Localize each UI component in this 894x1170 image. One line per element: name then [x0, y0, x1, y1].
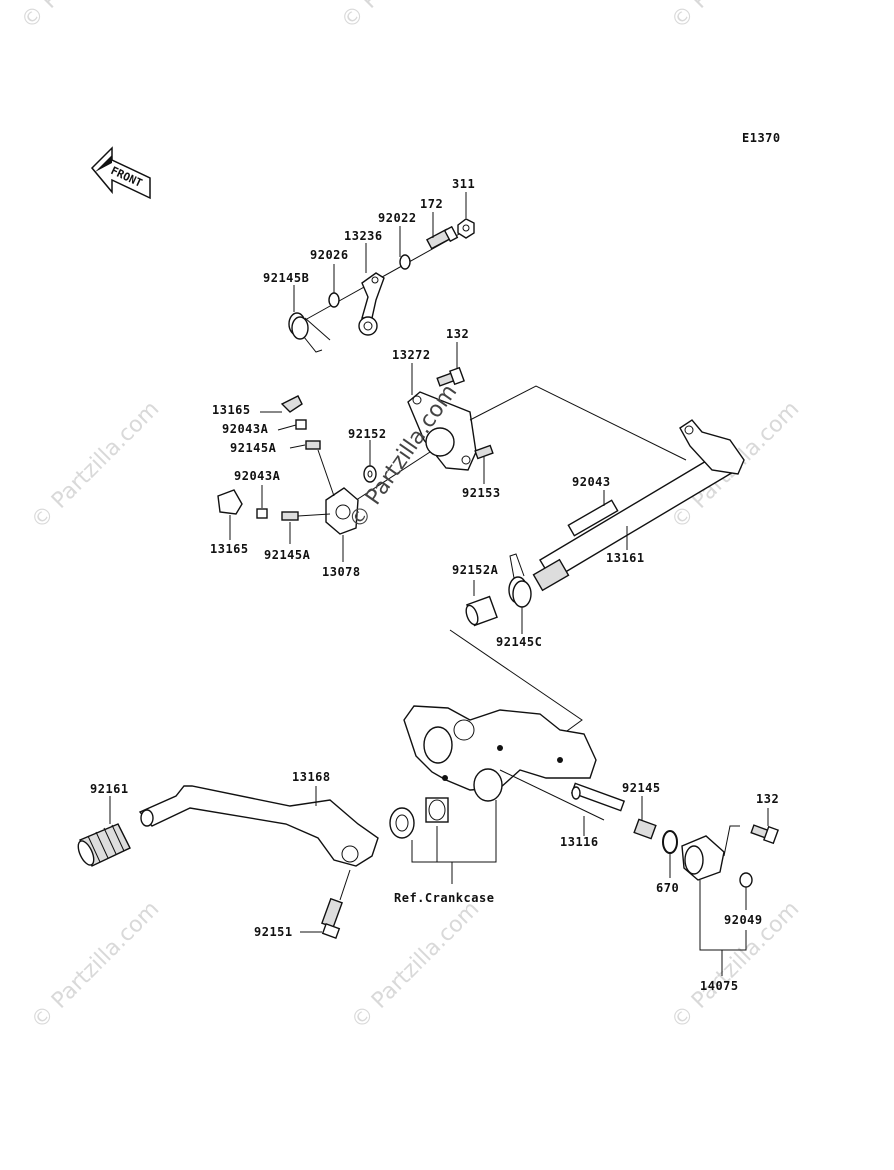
bolt-172	[425, 225, 459, 250]
label-92145: 92145	[622, 781, 661, 795]
arm-13236	[358, 272, 385, 336]
label-13236: 13236	[344, 229, 383, 243]
watermark: © Partzilla.com	[17, 0, 155, 34]
crankcase-ref	[403, 705, 597, 802]
label-13078: 13078	[322, 565, 361, 579]
diagram-code: E1370	[742, 131, 781, 145]
label-13161: 13161	[606, 551, 645, 565]
ratchet-13078	[325, 487, 359, 535]
spring-92145A-top	[305, 440, 321, 450]
label-92145B: 92145B	[263, 271, 309, 285]
bolt-92151	[321, 897, 343, 939]
watermarks: © Partzilla.com © Partzilla.com © Partzi…	[17, 0, 805, 1034]
pawl-13165-top	[280, 395, 303, 413]
label-92145A-top: 92145A	[230, 441, 277, 455]
label-92152: 92152	[348, 427, 387, 441]
bolt-92153	[474, 444, 494, 460]
pedal-rubber-92161	[77, 823, 131, 867]
label-13165-bottom: 13165	[210, 542, 249, 556]
spring-92145A-bottom	[281, 511, 299, 521]
label-670: 670	[656, 881, 679, 895]
bolt-132-right	[750, 824, 779, 845]
spring-92145C	[508, 553, 532, 608]
washer-92049	[739, 872, 753, 888]
circlip-670	[662, 830, 678, 854]
label-13116: 13116	[560, 835, 599, 849]
pin-92043A-bottom	[256, 508, 268, 519]
label-92151: 92151	[254, 925, 293, 939]
label-311: 311	[452, 177, 475, 191]
label-13272: 13272	[392, 348, 431, 362]
label-14075: 14075	[700, 979, 739, 993]
shift-shaft-13161	[532, 419, 745, 592]
pawl-13165-bottom	[217, 489, 243, 515]
label-92049: 92049	[724, 913, 763, 927]
label-132-top: 132	[446, 327, 469, 341]
watermark: © Partzilla.com	[337, 0, 475, 34]
watermark: © Partzilla.com	[347, 897, 485, 1035]
shaft-13116	[570, 782, 626, 812]
label-13165-top: 13165	[212, 403, 251, 417]
label-13168: 13168	[292, 770, 331, 784]
shift-pedal-13168	[138, 785, 379, 867]
label-92043A-bottom: 92043A	[234, 469, 281, 483]
spring-92145	[633, 818, 657, 840]
label-92153: 92153	[462, 486, 501, 500]
spring-92145B	[288, 312, 331, 353]
bolt-132-top	[436, 366, 465, 387]
label-92145A-bottom: 92145A	[264, 548, 311, 562]
crankcase-ref-label: Ref.Crankcase	[394, 891, 494, 905]
label-92145C: 92145C	[496, 635, 542, 649]
bearing-crankcase	[389, 797, 449, 839]
label-92043: 92043	[572, 475, 611, 489]
label-92152A: 92152A	[452, 563, 499, 577]
label-132-right: 132	[756, 792, 779, 806]
collar-92152A	[465, 595, 498, 627]
watermark: © Partzilla.com	[667, 0, 805, 34]
label-92043A-top: 92043A	[222, 422, 269, 436]
bracket-14075	[681, 835, 725, 881]
label-92026: 92026	[310, 248, 349, 262]
pin-92043A-top	[295, 419, 307, 430]
nut-311	[457, 218, 475, 239]
watermark: © Partzilla.com	[27, 897, 165, 1035]
front-arrow-icon: FRONT	[90, 146, 151, 200]
label-92161: 92161	[90, 782, 129, 796]
watermark: © Partzilla.com	[27, 397, 165, 535]
pin-92043	[567, 499, 619, 537]
label-92022: 92022	[378, 211, 417, 225]
label-172: 172	[420, 197, 443, 211]
plate-13272	[407, 391, 477, 471]
